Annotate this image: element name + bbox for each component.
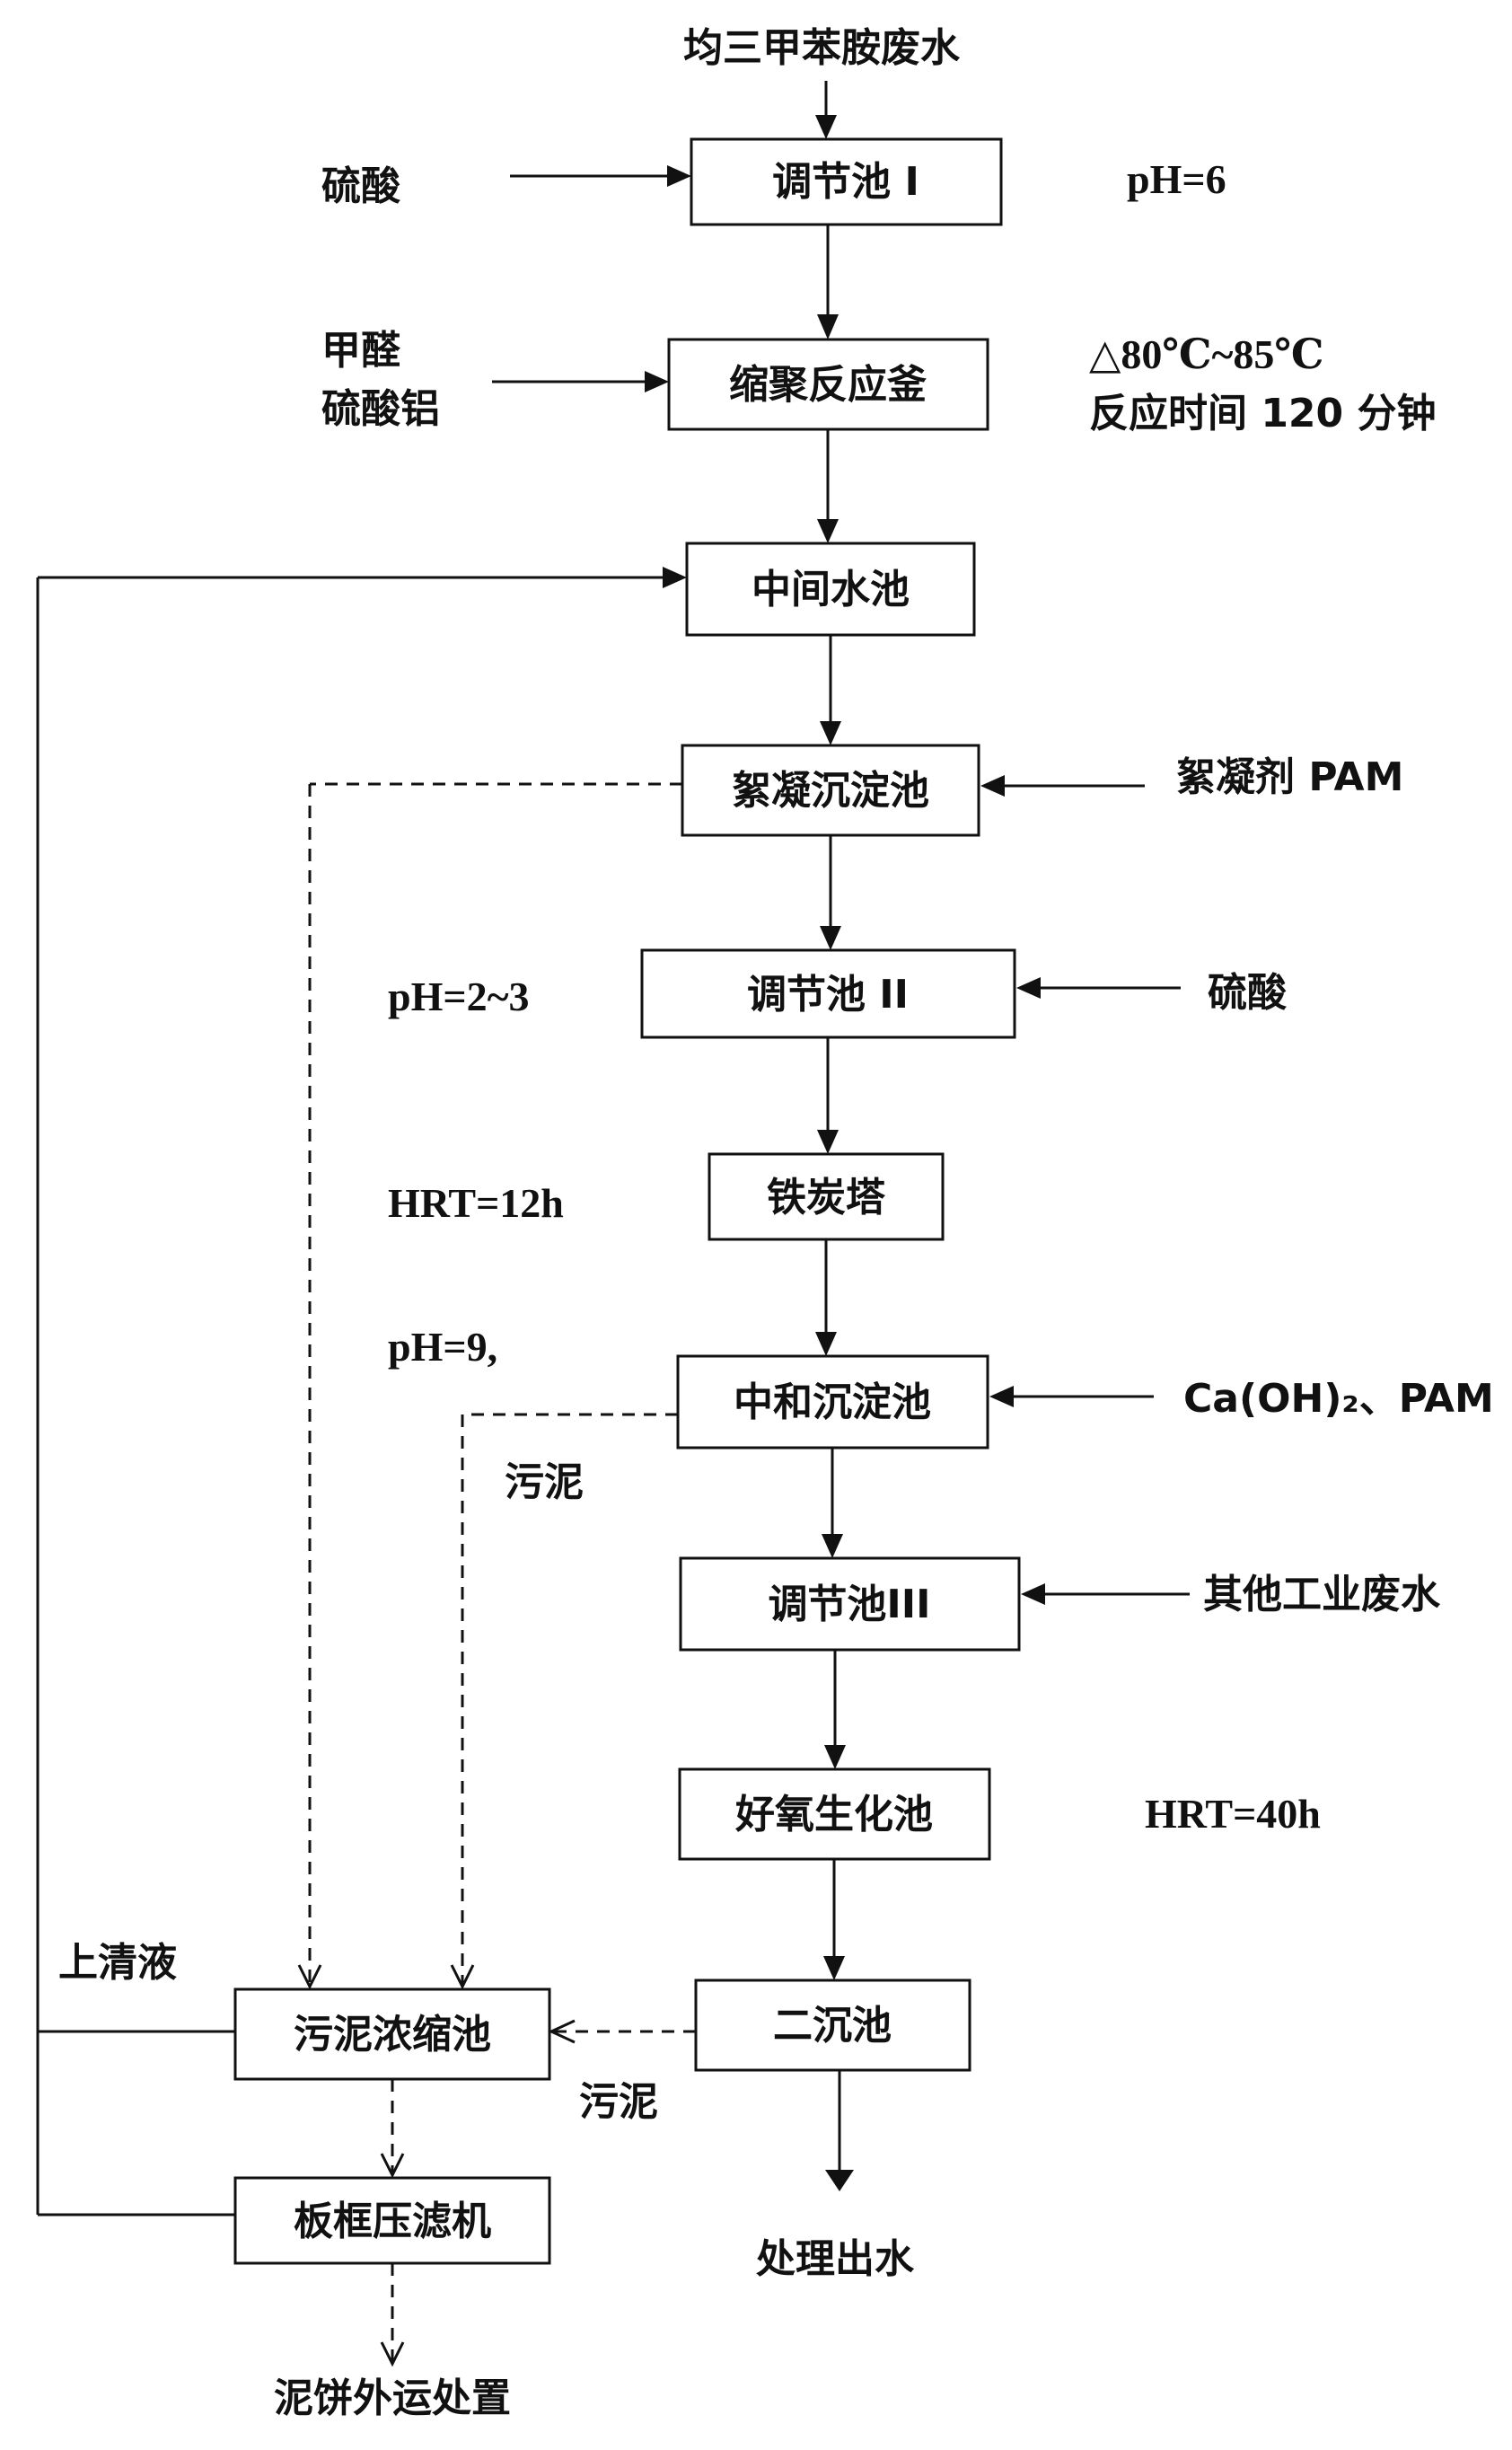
- box-polycondensation-reactor-label: 缩聚反应釜: [729, 362, 927, 408]
- condition-ph-2-3: pH=2~3: [388, 974, 530, 1019]
- flow-label-sludge-1: 污泥: [505, 1459, 584, 1505]
- input-formaldehyde: 甲醛: [321, 328, 400, 374]
- box-neutralization-sedimentation-tank-label: 中和沉淀池: [734, 1379, 931, 1425]
- supernatant-return-line: [36, 567, 687, 2216]
- input-sulfuric-acid-2: 硫酸: [1208, 970, 1288, 1016]
- flow-label-supernatant: 上清液: [58, 1940, 177, 1986]
- output-treated-water: 处理出水: [756, 2236, 915, 2282]
- condition-ph-6: pH=6: [1127, 156, 1226, 202]
- box-aerobic-biochemical-tank: 好氧生化池: [678, 1767, 991, 1861]
- sludge-dashed-lines: [297, 782, 696, 2367]
- box-adjust-tank-3: 调节池III: [679, 1556, 1021, 1652]
- box-iron-carbon-tower-label: 铁炭塔: [767, 1175, 886, 1221]
- box-secondary-clarifier-label: 二沉池: [773, 2003, 892, 2049]
- box-flocculation-sedimentation-tank: 絮凝沉淀池: [681, 744, 980, 837]
- input-arrows: [492, 165, 1190, 1605]
- box-adjust-tank-1-label: 调节池 I: [772, 159, 919, 205]
- box-flocculation-sedimentation-tank-label: 絮凝沉淀池: [732, 768, 929, 814]
- condition-hrt-40h: HRT=40h: [1145, 1791, 1321, 1837]
- output-cake-disposal: 泥饼外运处置: [274, 2375, 511, 2421]
- main-flow-arrows: [815, 81, 854, 2191]
- condition-temperature: △80℃~85℃: [1089, 331, 1324, 377]
- input-flocculant-pam: 絮凝剂 PAM: [1176, 754, 1403, 800]
- condition-reaction-time: 反应时间 120 分钟: [1089, 391, 1436, 436]
- box-sludge-thickener-label: 污泥浓缩池: [294, 2012, 491, 2058]
- box-polycondensation-reactor: 缩聚反应釜: [667, 338, 989, 431]
- input-sulfuric-acid-1: 硫酸: [321, 163, 401, 209]
- flow-label-sludge-2: 污泥: [579, 2079, 658, 2125]
- box-adjust-tank-1: 调节池 I: [690, 137, 1003, 226]
- source-label: 均三甲苯胺废水: [683, 25, 961, 71]
- box-iron-carbon-tower: 铁炭塔: [708, 1152, 945, 1241]
- box-sludge-thickener: 污泥浓缩池: [233, 1987, 551, 2081]
- box-aerobic-biochemical-tank-label: 好氧生化池: [734, 1792, 933, 1838]
- input-aluminum-sulfate: 硫酸铝: [321, 386, 440, 432]
- box-adjust-tank-2-label: 调节池 II: [747, 972, 909, 1018]
- box-intermediate-tank-label: 中间水池: [752, 567, 910, 612]
- input-lime-pam: Ca(OH)₂、PAM: [1183, 1376, 1494, 1422]
- box-plate-frame-filter-press-label: 板框压滤机: [294, 2199, 491, 2244]
- box-secondary-clarifier: 二沉池: [694, 1979, 971, 2072]
- input-other-industrial-wastewater: 其他工业废水: [1203, 1572, 1441, 1617]
- condition-hrt-12h: HRT=12h: [388, 1180, 564, 1226]
- box-neutralization-sedimentation-tank: 中和沉淀池: [676, 1354, 989, 1450]
- box-adjust-tank-3-label: 调节池III: [768, 1582, 930, 1627]
- box-intermediate-tank: 中间水池: [685, 542, 976, 637]
- condition-ph-9: pH=9,: [388, 1324, 497, 1370]
- box-adjust-tank-2: 调节池 II: [640, 948, 1016, 1039]
- box-plate-frame-filter-press: 板框压滤机: [233, 2176, 551, 2265]
